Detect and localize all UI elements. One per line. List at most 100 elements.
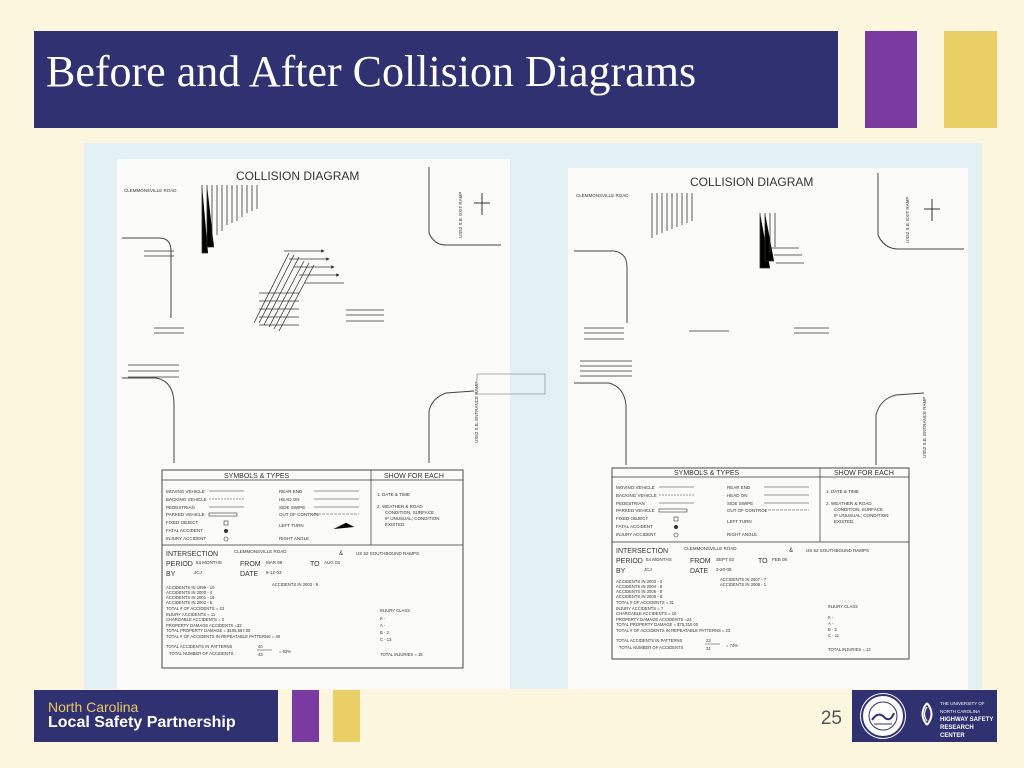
after-sym-left-2: PEDESTRIAN: [616, 501, 645, 506]
after-to-label: TO: [758, 558, 768, 565]
before-intersection-road2: US 52 SOUTHBOUND RAMPS: [356, 551, 419, 556]
before-sym-left-4: FIXED OBJECT: [166, 520, 199, 525]
after-injury-2: B - 2: [828, 627, 838, 632]
after-sym-left-6: INJURY ACCIDENT: [616, 532, 656, 537]
after-sym-right-2: SIDE SWIPE: [727, 501, 753, 506]
before-injury-2: B - 2: [380, 630, 390, 635]
before-total-injuries: TOTAL INJURIES = 15: [380, 652, 423, 657]
after-stat-0: ACCIDENTS IN 2003 - 3: [616, 579, 663, 584]
after-ratio-result: = 74%: [726, 643, 738, 648]
before-stat-2: ACCIDENTS IN 2001 - 16: [166, 595, 215, 600]
after-ratio-top: 23: [706, 638, 711, 643]
hsrc-line1: THE UNIVERSITY OF NORTH CAROLINA: [940, 701, 985, 714]
before-entrance-ramp: US52 S.B. ENTRANCE RAMP: [474, 382, 479, 443]
hsrc-line2: HIGHWAY SAFETY: [940, 717, 994, 723]
footer-purple-square: [292, 690, 319, 742]
gold-accent-square: [944, 31, 997, 128]
after-stat-9: TOTAL # OF ACCIDENTS IN REPEATABLE PATTE…: [616, 628, 731, 633]
before-sym-left-3: PARKED VEHICLE: [166, 512, 205, 517]
after-sym-right-5: RIGHT ANGLE: [727, 532, 757, 537]
after-from-value: SEPT 03: [716, 557, 734, 562]
before-stat-3: ACCIDENTS IN 2002 - 5: [166, 600, 213, 605]
before-ratio-result: = 93%: [279, 649, 291, 654]
before-show-1: 2. WEATHER & ROAD: [377, 504, 423, 509]
after-by-label: BY: [616, 568, 626, 575]
after-stat-6: CHARGABLE ACCIDENTS = 10: [616, 611, 677, 616]
after-show-1: 2. WEATHER & ROAD: [826, 501, 872, 506]
hsrc-logo-text: THE UNIVERSITY OF NORTH CAROLINA HIGHWAY…: [940, 700, 996, 740]
after-injury-0: K -: [828, 615, 834, 620]
after-by-value: JCJ: [644, 567, 652, 572]
before-ratio-bottom: 43: [258, 652, 263, 657]
after-stat-4: TOTAL # OF ACCIDENTS = 31: [616, 600, 675, 605]
after-sym-right-3: OUT OF CONTROL: [727, 508, 768, 513]
before-intersection-label: INTERSECTION: [166, 551, 218, 558]
before-sym-left-1: BACKING VEHICLE: [166, 497, 207, 502]
after-injury-1: A -: [828, 621, 834, 626]
after-period-label: PERIOD: [616, 558, 643, 565]
after-entrance-ramp: US52 S.B. ENTRANCE RAMP: [922, 397, 927, 458]
before-from-value: MAR 99: [266, 560, 283, 565]
before-stat-0: ACCIDENTS IN 1999 - 10: [166, 585, 215, 590]
before-stat-7: PROPERTY DAMAGE ACCIDENTS =32: [166, 623, 242, 628]
before-sym-right-0: REAR END: [279, 489, 303, 494]
after-intersection-road2: US 52 SOUTHBOUND RAMPS: [806, 548, 869, 553]
after-ratio-bottom: 31: [706, 646, 711, 651]
footer-gold-square: [333, 690, 360, 742]
footer-org-line1: North Carolina: [48, 699, 139, 715]
before-injury-3: C - 13: [380, 637, 392, 642]
page-number: 25: [820, 708, 842, 729]
after-show-title: SHOW FOR EACH: [834, 470, 894, 477]
after-sym-left-0: MOVING VEHICLE: [616, 485, 655, 490]
after-from-label: FROM: [690, 558, 711, 565]
before-sym-right-3: OUT OF CONTROL: [279, 512, 320, 517]
before-injury-1: A -: [380, 623, 386, 628]
before-to-value: AUG 03: [324, 560, 341, 565]
after-sym-right-0: REAR END: [727, 485, 751, 490]
after-injury-3: C - 11: [828, 633, 840, 638]
after-sym-left-3: PARKED VEHICLE: [616, 508, 655, 513]
before-from-label: FROM: [240, 561, 261, 568]
title-bar: [34, 31, 838, 128]
before-sym-right-4: LEFT TURN: [279, 523, 304, 528]
before-exit-ramp: US52 S.B. EXIT RAMP: [458, 192, 463, 238]
after-show-4: EXISTED.: [834, 519, 855, 524]
before-injury-title: INJURY CLASS: [380, 608, 410, 613]
after-stat-2: ACCIDENTS IN 2005 - 8: [616, 589, 663, 594]
before-road-label: CLEMMONSVILLE ROAD: [124, 188, 177, 193]
before-stat-side: ACCIDENTS IN 2003 - 8: [272, 582, 319, 587]
after-sym-left-4: FIXED OBJECT: [616, 516, 649, 521]
before-date-label: DATE: [240, 571, 258, 578]
hsrc-line3: RESEARCH CENTER: [940, 725, 974, 739]
after-diagram: COLLISION DIAGRAM CLEMMONSVILLE ROAD US5…: [574, 173, 964, 660]
after-sym-right-4: LEFT TURN: [727, 519, 752, 524]
after-exit-ramp: US52 S.B. EXIT RAMP: [905, 197, 910, 243]
hsrc-logo-mark: [916, 701, 938, 727]
before-intersection-road: CLEMMONSVILLE ROAD: [234, 549, 287, 554]
after-stat-11: TOTAL NUMBER OF ACCIDENTS: [619, 645, 684, 650]
after-stat-side-0: ACCIDENTS IN 2007 - 7: [720, 577, 767, 582]
after-show-3: IF UNUSUAL; CONDITION: [834, 513, 889, 518]
after-injury-title: INJURY CLASS: [828, 604, 858, 609]
before-stat-10: TOTAL ACCIDENTS IN PATTERNS: [166, 644, 233, 649]
before-stat-4: TOTAL # OF ACCIDENTS = 43: [166, 606, 225, 611]
before-by-label: BY: [166, 571, 176, 578]
ncdot-seal-logo: [860, 693, 906, 739]
after-to-value: FEB 08: [772, 557, 788, 562]
after-stat-5: INJURY ACCIDENTS = 7: [616, 606, 664, 611]
after-stat-1: ACCIDENTS IN 2004 - 8: [616, 584, 663, 589]
before-heading: COLLISION DIAGRAM: [236, 169, 359, 183]
before-sym-left-6: INJURY ACCIDENT: [166, 536, 206, 541]
before-sym-left-5: FATAL ACCIDENT: [166, 528, 203, 533]
after-symbols-title: SYMBOLS & TYPES: [674, 470, 740, 477]
before-show-4: EXISTED.: [385, 522, 406, 527]
after-date-label: DATE: [690, 568, 708, 575]
before-period-value: 54 MONTHS: [196, 560, 222, 565]
before-show-title: SHOW FOR EACH: [384, 473, 444, 480]
before-show-0: 1. DATE & TIME: [377, 492, 410, 497]
before-amp: &: [339, 551, 343, 557]
before-show-3: IF UNUSUAL; CONDITION: [385, 516, 440, 521]
after-heading: COLLISION DIAGRAM: [690, 175, 813, 189]
after-intersection-road: CLEMMONSVILLE ROAD: [684, 546, 737, 551]
after-stat-8: TOTAL PROPERTY DAMAGE = $75,310.00: [616, 622, 699, 627]
